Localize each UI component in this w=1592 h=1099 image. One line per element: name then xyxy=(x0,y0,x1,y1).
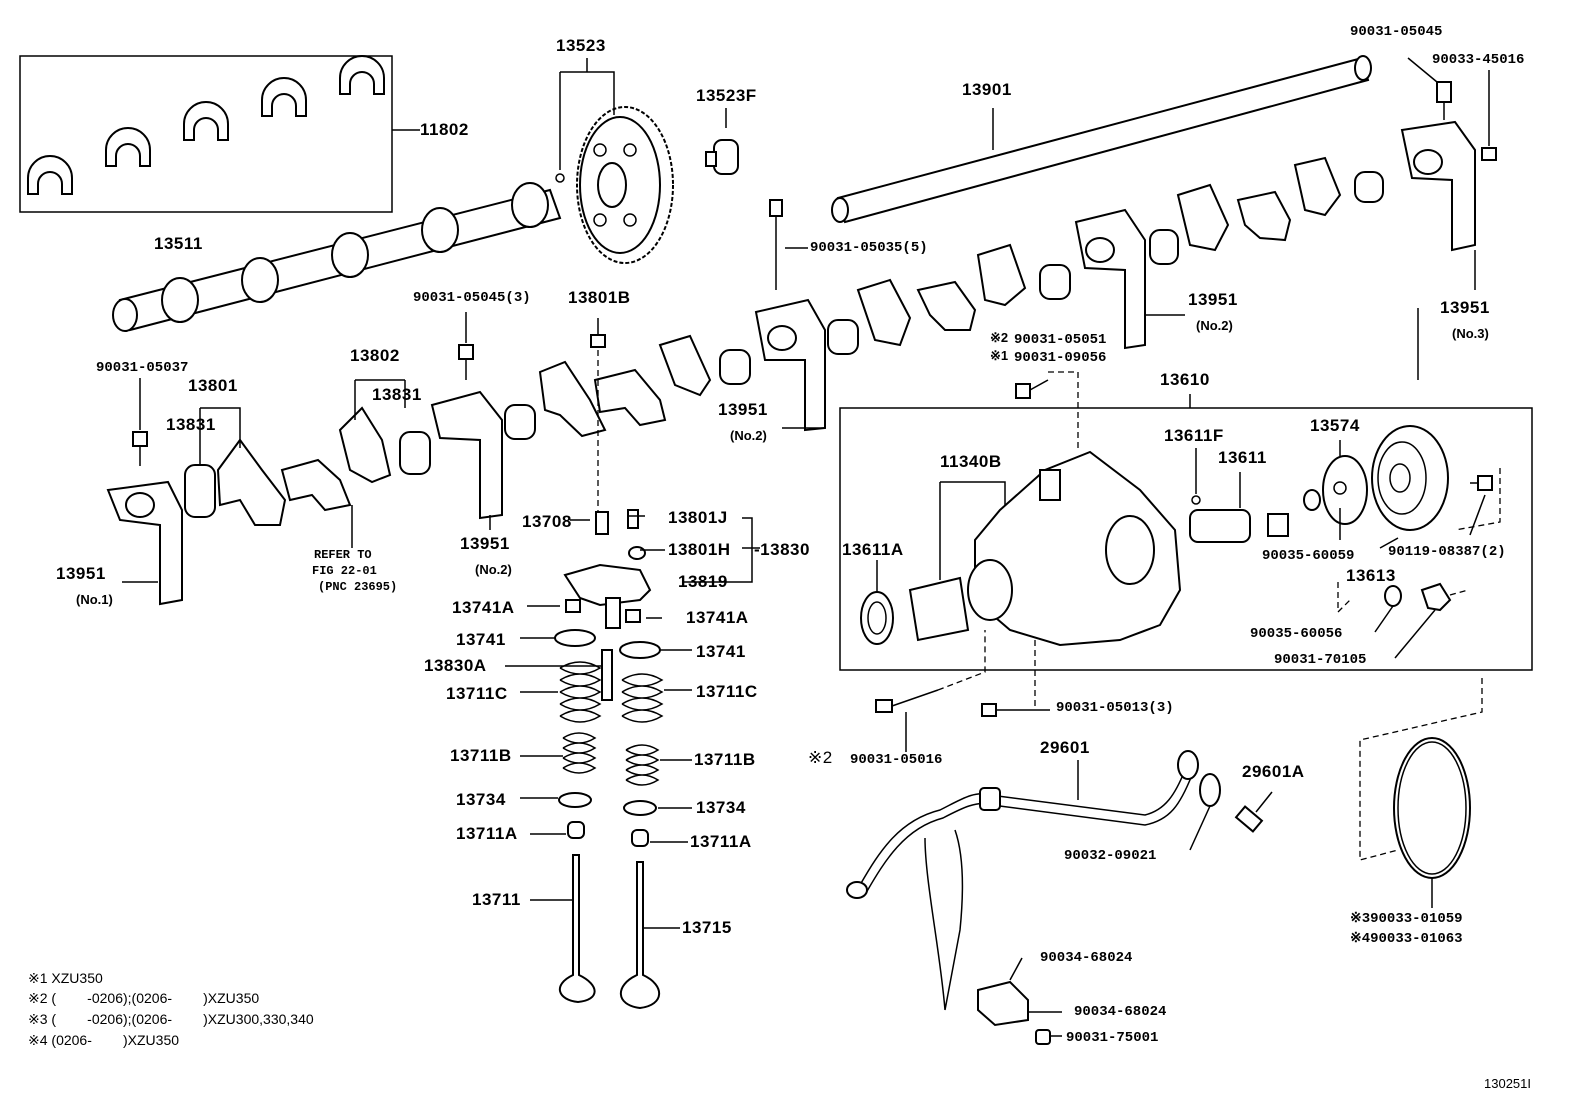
footnote-2: ※2 ( -0206);(0206- )XZU350 xyxy=(28,990,260,1006)
label-13831-right: 13831 xyxy=(372,385,422,404)
rocker-shaft-13901 xyxy=(831,55,1372,224)
label-13523F: 13523F xyxy=(696,86,757,105)
label-29601: 29601 xyxy=(1040,738,1090,757)
label-13951-right: 13951 xyxy=(1188,290,1238,309)
label-11340B: 11340B xyxy=(940,452,1002,471)
label-90031-75001: 90031-75001 xyxy=(1066,1030,1159,1046)
label-13711A-right: 13711A xyxy=(690,832,752,851)
label-13711B-right: 13711B xyxy=(694,750,756,769)
valve-train-intake xyxy=(505,509,692,1010)
footnote-4: ※4 (0206- )XZU350 xyxy=(28,1032,180,1048)
label-90031-05013-3: 90031-05013(3) xyxy=(1056,700,1174,716)
label-13711: 13711 xyxy=(472,890,521,909)
footnote-1: ※1 XZU350 xyxy=(28,970,103,986)
label-pnc-23695: (PNC 23695) xyxy=(318,580,398,594)
label-13801H: 13801H xyxy=(668,540,731,559)
label-13611A: 13611A xyxy=(842,540,904,559)
label-13613: 13613 xyxy=(1346,566,1396,585)
bolts xyxy=(132,57,1497,512)
label-no1: (No.1) xyxy=(76,592,113,607)
label-13523: 13523 xyxy=(556,36,606,55)
label-90031-05016: 90031-05016 xyxy=(850,752,943,768)
label-13734-left: 13734 xyxy=(456,790,506,809)
label-90031-09056: 90031-09056 xyxy=(1014,350,1107,366)
label-90031-05045-3: 90031-05045(3) xyxy=(413,290,531,306)
label-13831-left: 13831 xyxy=(166,415,216,434)
label-no2-right: (No.2) xyxy=(1196,318,1233,333)
label-90032-09021: 90032-09021 xyxy=(1064,848,1157,864)
label-refer-to: REFER TO xyxy=(314,548,372,562)
label-90035-60056: 90035-60056 xyxy=(1250,626,1343,642)
label-star2-b: ※2 xyxy=(808,748,833,767)
label-13951-no1: 13951 xyxy=(56,564,106,583)
label-13715: 13715 xyxy=(682,918,732,937)
label-13741A-left: 13741A xyxy=(452,598,515,617)
label-fig-22-01: FIG 22-01 xyxy=(312,564,377,578)
label-no2-center: (No.2) xyxy=(730,428,767,443)
label-13802: 13802 xyxy=(350,346,400,365)
label-90033-01063: ※490033-01063 xyxy=(1350,931,1463,947)
figure-code: 130251I xyxy=(1484,1076,1531,1091)
label-13611: 13611 xyxy=(1218,448,1267,467)
label-13819: 13819 xyxy=(678,572,728,591)
bearing-set-11802 xyxy=(19,55,420,213)
footnote-3: ※3 ( -0206);(0206- )XZU300,330,340 xyxy=(28,1011,314,1027)
label-no3: (No.3) xyxy=(1452,326,1489,341)
label-13830: -13830 xyxy=(754,540,810,559)
leader-lines xyxy=(122,314,1185,583)
label-90033-45016: 90033-45016 xyxy=(1432,52,1525,68)
label-90031-05037: 90031-05037 xyxy=(96,360,189,376)
label-13734-right: 13734 xyxy=(696,798,746,817)
label-90031-05045: 90031-05045 xyxy=(1350,24,1443,40)
camshaft-13511 xyxy=(112,182,562,332)
label-90035-60059: 90035-60059 xyxy=(1262,548,1355,564)
label-13511: 13511 xyxy=(154,234,203,253)
label-13951-mid: 13951 xyxy=(460,534,510,553)
rocker-assembly xyxy=(106,120,1476,606)
label-13801: 13801 xyxy=(188,376,238,395)
label-13610: 13610 xyxy=(1160,370,1210,389)
vacuum-pump-13610 xyxy=(839,394,1533,671)
label-90031-70105: 90031-70105 xyxy=(1274,652,1367,668)
label-90119-08387-2: 90119-08387(2) xyxy=(1388,544,1506,560)
label-13951-no3: 13951 xyxy=(1440,298,1490,317)
label-13711C-left: 13711C xyxy=(446,684,508,703)
label-90034-68024-b: 90034-68024 xyxy=(1074,1004,1167,1020)
label-13711A-left: 13711A xyxy=(456,824,518,843)
label-13830A: 13830A xyxy=(424,656,487,675)
label-13711B-left: 13711B xyxy=(450,746,512,765)
vacuum-hose-29601 xyxy=(846,750,1273,1045)
label-13741-left: 13741 xyxy=(456,630,506,649)
label-13574: 13574 xyxy=(1310,416,1360,435)
label-90034-68024-a: 90034-68024 xyxy=(1040,950,1133,966)
label-13611F: 13611F xyxy=(1164,426,1224,445)
label-90031-05035-5: 90031-05035(5) xyxy=(810,240,928,256)
label-13901: 13901 xyxy=(962,80,1012,99)
label-29601A: 29601A xyxy=(1242,762,1305,781)
label-90031-05051: 90031-05051 xyxy=(1014,332,1107,348)
label-13801B: 13801B xyxy=(568,288,631,307)
label-90033-01059: ※390033-01059 xyxy=(1350,911,1463,927)
label-13951-center: 13951 xyxy=(718,400,768,419)
label-no2-mid: (No.2) xyxy=(475,562,512,577)
label-11802: 11802 xyxy=(420,120,469,139)
label-13741-right: 13741 xyxy=(696,642,746,661)
label-13741A-right: 13741A xyxy=(686,608,749,627)
label-star2-a: ※2 xyxy=(990,330,1009,345)
label-star1-a: ※1 xyxy=(990,348,1009,363)
label-13711C-right: 13711C xyxy=(696,682,758,701)
label-13708: 13708 xyxy=(522,512,572,531)
cam-gear-13523 xyxy=(555,58,674,264)
o-ring xyxy=(1359,678,1483,908)
label-13801J: 13801J xyxy=(668,508,728,527)
pump-bolts xyxy=(875,630,1050,752)
part-13523F xyxy=(705,108,739,175)
